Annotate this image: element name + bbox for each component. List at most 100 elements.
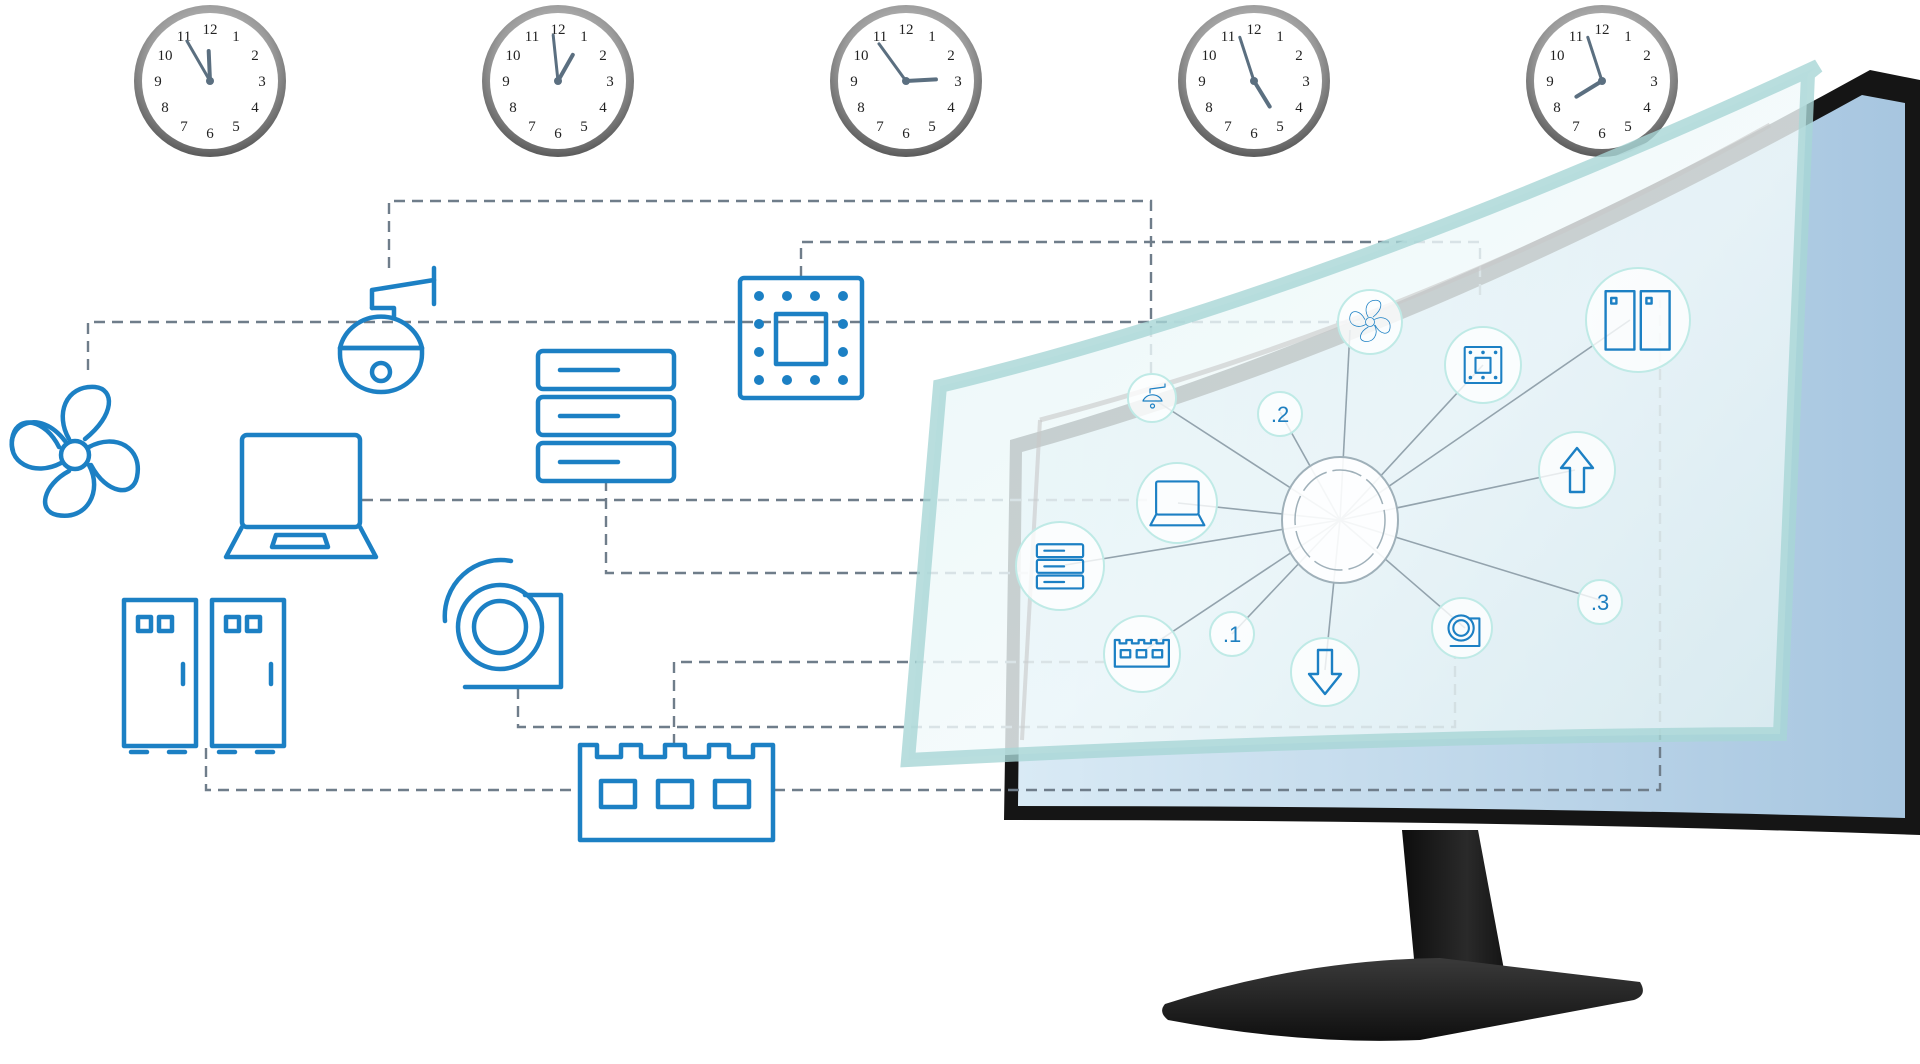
clock-numeral: 7 xyxy=(528,119,536,135)
clock-pivot xyxy=(554,77,562,85)
glass-panel xyxy=(900,59,1823,768)
screen-up-arrow-icon xyxy=(1538,431,1616,509)
clock-numeral: 3 xyxy=(1302,74,1310,90)
clock-numeral: 7 xyxy=(876,119,884,135)
clock-numeral: 3 xyxy=(954,74,962,90)
screen-memory-icon xyxy=(1103,615,1181,693)
screen-down-arrow-icon xyxy=(1290,637,1360,707)
hub-label-three: .3 xyxy=(1577,579,1623,625)
clock-numeral: 8 xyxy=(1553,100,1561,116)
clock-numeral: 8 xyxy=(1205,100,1213,116)
screen-laptop-icon xyxy=(1136,462,1218,544)
clock-numeral: 3 xyxy=(258,74,266,90)
clock-numeral: 9 xyxy=(1546,74,1554,90)
clock-numeral: 10 xyxy=(853,48,868,64)
clock-numeral: 1 xyxy=(580,29,588,45)
clock-numeral: 10 xyxy=(1201,48,1216,64)
minute-hand xyxy=(1586,35,1604,83)
clock-numeral: 12 xyxy=(899,22,914,38)
server-rack-icon xyxy=(535,348,677,484)
clock-numeral: 4 xyxy=(1643,100,1651,116)
clock-numeral: 5 xyxy=(232,119,240,135)
hour-hand xyxy=(1252,79,1272,109)
clock-numeral: 2 xyxy=(947,48,955,64)
screen-server-icon xyxy=(1015,521,1105,611)
clock-numeral: 5 xyxy=(1276,119,1284,135)
clock-numeral: 1 xyxy=(928,29,936,45)
clock-numeral: 3 xyxy=(606,74,614,90)
screen-camera-icon xyxy=(1127,373,1177,423)
minute-hand xyxy=(551,33,560,83)
screen-cabinet-icon xyxy=(1585,267,1691,373)
clock-pivot xyxy=(1250,77,1258,85)
clock-numeral: 8 xyxy=(857,100,865,116)
clock-numeral: 1 xyxy=(1276,29,1284,45)
clock-numeral: 12 xyxy=(1595,22,1610,38)
clock-numeral: 12 xyxy=(551,22,566,38)
clock-numeral: 4 xyxy=(599,100,607,116)
clock-numeral: 4 xyxy=(947,100,955,116)
clock-numeral: 2 xyxy=(251,48,259,64)
clock-numeral: 8 xyxy=(161,100,169,116)
clock-numeral: 10 xyxy=(1549,48,1564,64)
clock-numeral: 3 xyxy=(1650,74,1658,90)
svg-text:.2: .2 xyxy=(1271,402,1289,427)
laptop-icon xyxy=(223,432,379,560)
hub-label-one: .1 xyxy=(1209,611,1255,657)
memory-module-icon xyxy=(577,742,776,843)
security-camera-icon xyxy=(337,265,437,395)
clock-numeral: 12 xyxy=(1247,22,1262,38)
clock-numeral: 11 xyxy=(1221,29,1235,45)
clock-numeral: 7 xyxy=(180,119,188,135)
clock-numeral: 9 xyxy=(154,74,162,90)
hour-hand xyxy=(904,77,938,83)
chip-icon xyxy=(737,275,865,401)
clock-numeral: 11 xyxy=(873,29,887,45)
clock-numeral: 11 xyxy=(1569,29,1583,45)
minute-hand xyxy=(185,39,212,83)
hour-hand xyxy=(206,49,212,83)
clock-numeral: 10 xyxy=(157,48,172,64)
clock-4: 12 12 3 45 6 78 9 10 11 xyxy=(1178,5,1330,157)
hub-center xyxy=(1281,456,1399,584)
clock-numeral: 8 xyxy=(509,100,517,116)
clock-pivot xyxy=(902,77,910,85)
clock-numeral: 2 xyxy=(1643,48,1651,64)
fan-icon xyxy=(9,384,141,519)
clock-numeral: 6 xyxy=(1250,126,1258,142)
screen-fan-icon xyxy=(1337,289,1403,355)
svg-text:.1: .1 xyxy=(1223,622,1241,647)
hour-hand xyxy=(556,52,575,83)
clock-numeral: 9 xyxy=(502,74,510,90)
blower-icon xyxy=(442,557,564,690)
svg-text:.3: .3 xyxy=(1591,590,1609,615)
clock-numeral: 6 xyxy=(902,126,910,142)
hub-diagram: .2 .1 .3 xyxy=(1015,267,1691,707)
clock-numeral: 5 xyxy=(1624,119,1632,135)
hour-hand xyxy=(1574,79,1604,99)
monitor-base xyxy=(1162,958,1643,1041)
clock-numeral: 9 xyxy=(850,74,858,90)
clock-pivot xyxy=(206,77,214,85)
clock-numeral: 5 xyxy=(580,119,588,135)
clock-numeral: 6 xyxy=(1598,126,1606,142)
clock-numeral: 11 xyxy=(525,29,539,45)
clock-numeral: 1 xyxy=(1624,29,1632,45)
screen-blower-icon xyxy=(1431,597,1493,659)
minute-hand xyxy=(877,42,908,83)
clock-numeral: 9 xyxy=(1198,74,1206,90)
clock-numeral: 7 xyxy=(1572,119,1580,135)
clock-numeral: 2 xyxy=(1295,48,1303,64)
clock-numeral: 4 xyxy=(1295,100,1303,116)
clock-numeral: 2 xyxy=(599,48,607,64)
clock-numeral: 7 xyxy=(1224,119,1232,135)
clock-numeral: 6 xyxy=(554,126,562,142)
clock-5: 12 12 3 45 6 78 9 10 11 xyxy=(1526,5,1678,157)
clock-numeral: 4 xyxy=(251,100,259,116)
clock-numeral: 12 xyxy=(203,22,218,38)
